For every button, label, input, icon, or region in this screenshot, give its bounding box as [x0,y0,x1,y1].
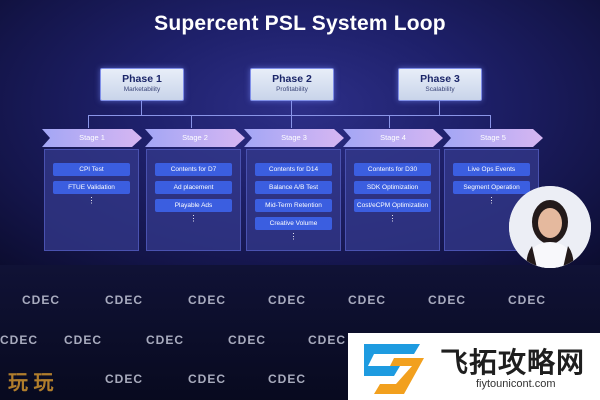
stage-5-arrow: Stage 5 [443,129,543,147]
stage-1-arrow: Stage 1 [42,129,142,147]
stage-connector [291,115,292,128]
cdec-logo: CDEC [188,372,227,386]
cdec-logo: CDEC [308,333,347,347]
cdec-logo: CDEC [146,333,185,347]
stage-item: Segment Operation [453,181,530,194]
cdec-logo: CDEC [105,293,144,307]
more-ellipsis: ⋮ [189,214,198,223]
watermark-url: fiytounicont.com [476,378,556,390]
stage-connector [389,115,390,128]
stage-3-arrow: Stage 3 [244,129,344,147]
stage-connector [88,115,89,128]
phase-name: Phase 2 [272,73,312,85]
stage-2-panel: Contents for D7 Ad placement Playable Ad… [146,149,241,251]
stage-item: Creative Volume [255,217,332,230]
cdec-logo: CDEC [228,333,267,347]
phase-subtitle: Scalability [425,86,455,93]
stage-3-panel: Contents for D14 Balance A/B Test Mid-Te… [246,149,341,251]
stage-item: Ad placement [155,181,232,194]
phase-name: Phase 3 [420,73,460,85]
stage-4-arrow: Stage 4 [343,129,443,147]
phase-subtitle: Marketability [123,86,161,93]
stage-1-panel: CPI Test FTUE Validation ⋮ [44,149,139,251]
site-logo-icon [364,344,424,394]
cdec-logo: CDEC [22,293,61,307]
phase-connector [141,100,142,115]
stage-item: SDK Optimization [354,181,431,194]
phase-2-box: Phase 2 Profitability [250,68,334,101]
cdec-logo: CDEC [348,293,387,307]
phase-connector-line [88,115,490,116]
stage-item: CPI Test [53,163,130,176]
cdec-logo: CDEC [508,293,547,307]
stage-item: Mid-Term Retention [255,199,332,212]
phase-connector [439,100,440,115]
cdec-logo: CDEC [428,293,467,307]
cdec-logo: CDEC [105,372,144,386]
stage-connector [191,115,192,128]
slide-title: Supercent PSL System Loop [154,12,446,35]
phase-name: Phase 1 [122,73,162,85]
more-ellipsis: ⋮ [289,232,298,241]
stage-item: Balance A/B Test [255,181,332,194]
left-watermark: 玩 玩 [8,372,54,394]
presenter-icon [509,186,591,268]
presenter-video-avatar [509,186,591,268]
stage-item: Live Ops Events [453,163,530,176]
phase-subtitle: Profitability [276,86,308,93]
stage-item: Contents for D30 [354,163,431,176]
cdec-logo: CDEC [268,372,307,386]
stage-item: Contents for D14 [255,163,332,176]
more-ellipsis: ⋮ [487,196,496,205]
phase-1-box: Phase 1 Marketability [100,68,184,101]
more-ellipsis: ⋮ [388,214,397,223]
stage-item: FTUE Validation [53,181,130,194]
watermark-title: 飞拓攻略网 [440,347,586,378]
phase-connector [291,100,292,115]
cdec-logo: CDEC [64,333,103,347]
stage-item: Playable Ads [155,199,232,212]
stage-item: Contents for D7 [155,163,232,176]
stage-2-arrow: Stage 2 [145,129,245,147]
more-ellipsis: ⋮ [87,196,96,205]
cdec-logo: CDEC [188,293,227,307]
cdec-logo: CDEC [0,333,39,347]
watermark-overlay: 飞拓攻略网 fiytounicont.com [348,333,600,400]
stage-4-panel: Contents for D30 SDK Optimization Cost/e… [345,149,440,251]
cdec-logo: CDEC [268,293,307,307]
phase-3-box: Phase 3 Scalability [398,68,482,101]
stage-item: Cost/eCPM Optimization [354,199,431,212]
stage-connector [490,115,491,128]
